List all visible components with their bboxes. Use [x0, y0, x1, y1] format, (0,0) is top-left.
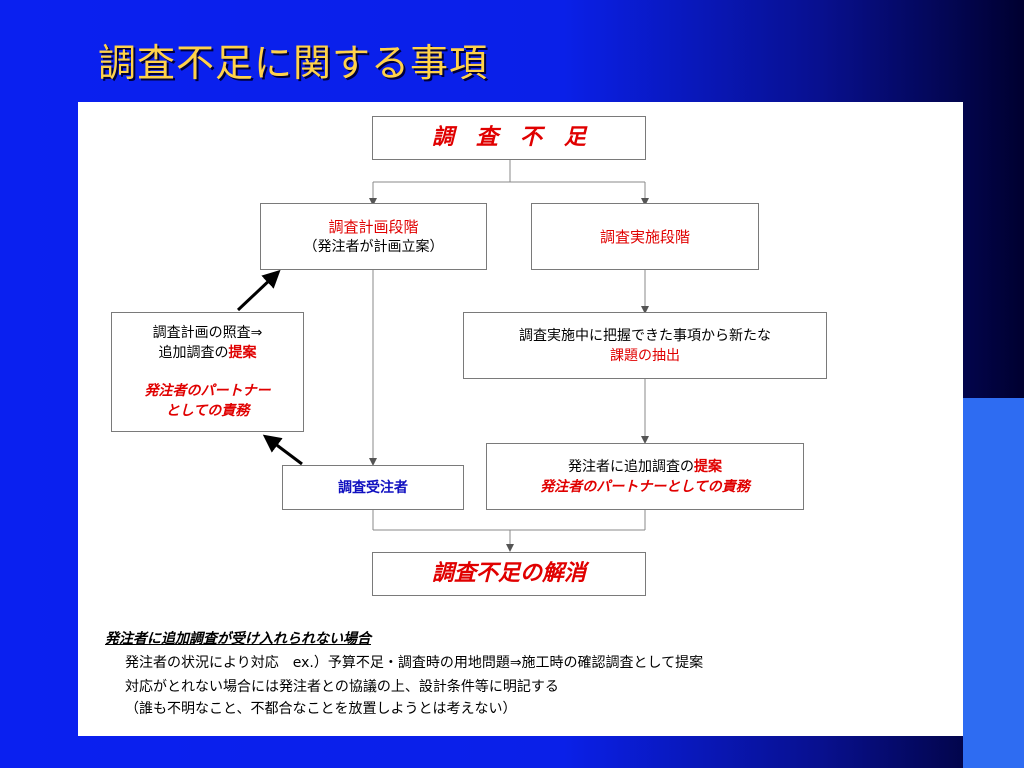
proposal-red: 提案	[694, 458, 722, 475]
plan-stage-box: 調査計画段階 （発注者が計画立案）	[260, 203, 487, 270]
notes-heading: 発注者に追加調査が受け入れられない場合	[105, 631, 371, 647]
plan-review-box: 調査計画の照査⇒ 追加調査の提案 発注者のパートナー としての責務	[111, 312, 304, 432]
proposal-box: 発注者に追加調査の提案 発注者のパートナーとしての責務	[486, 443, 804, 510]
plan-review-line1: 調査計画の照査⇒	[152, 325, 263, 341]
diagram-panel: 調 査 不 足 調査計画段階 （発注者が計画立案） 調査実施段階 調査計画の照査…	[78, 102, 963, 736]
contractor-box: 調査受注者	[282, 465, 464, 510]
decorative-block	[963, 398, 1024, 768]
exec-stage-box: 調査実施段階	[531, 203, 759, 270]
plan-review-line3: 発注者のパートナー	[144, 383, 271, 399]
proposal-prefix: 発注者に追加調査の	[568, 458, 694, 475]
survey-shortage-box: 調 査 不 足	[372, 116, 646, 160]
plan-stage-label: 調査計画段階	[328, 217, 419, 236]
notes-line2: 対応がとれない場合には発注者との協議の上、設計条件等に明記する	[125, 679, 559, 695]
plan-review-line4: としての責務	[165, 403, 250, 419]
notes-line3: （誰も不明なこと、不都合なことを放置しようとは考えない）	[125, 701, 517, 717]
extract-line1: 調査実施中に把握できた事項から新たな	[519, 327, 771, 344]
resolve-label: 調査不足の解消	[431, 561, 586, 586]
plan-review-proposal: 提案	[228, 345, 257, 361]
extract-box: 調査実施中に把握できた事項から新たな 課題の抽出	[463, 312, 827, 379]
plan-review-line2-prefix: 追加調査の	[158, 345, 229, 361]
survey-shortage-label: 調 査 不 足	[431, 125, 586, 150]
plan-stage-sub: （発注者が計画立案）	[303, 238, 444, 255]
proposal-line2: 発注者のパートナーとしての責務	[540, 478, 750, 495]
extract-line2: 課題の抽出	[610, 347, 680, 364]
resolve-box: 調査不足の解消	[372, 552, 646, 596]
contractor-label: 調査受注者	[338, 479, 408, 496]
exec-stage-label: 調査実施段階	[599, 227, 690, 246]
proposal-line1: 発注者に追加調査の提案	[568, 457, 722, 477]
connector-lines	[236, 160, 649, 552]
slide-title: 調査不足に関する事項	[98, 41, 489, 85]
notes-line1: 発注者の状況により対応 ex.）予算不足・調査時の用地問題⇒施工時の確認調査とし…	[125, 655, 704, 671]
plan-review-line2: 追加調査の提案	[159, 343, 257, 363]
